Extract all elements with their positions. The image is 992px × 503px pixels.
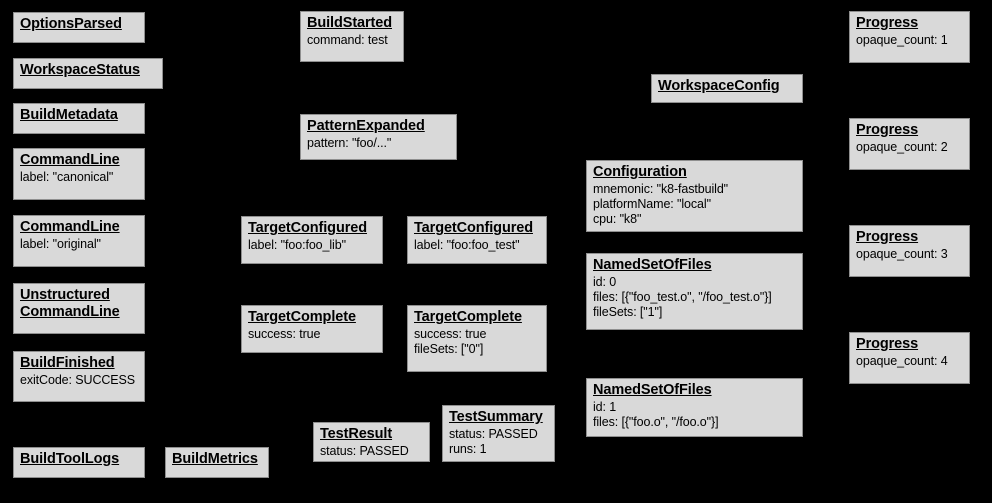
node-title: Progress [856, 229, 919, 245]
node-field: platformName: "local" [593, 196, 711, 211]
node-unstructured-command-line[interactable]: Unstructured CommandLine [13, 283, 145, 334]
node-workspace-config[interactable]: WorkspaceConfig [651, 74, 803, 103]
node-workspace-status[interactable]: WorkspaceStatus [13, 58, 163, 89]
node-title: WorkspaceConfig [658, 78, 780, 94]
node-title: BuildStarted [307, 15, 393, 31]
node-build-metrics[interactable]: BuildMetrics [165, 447, 269, 478]
node-build-metadata[interactable]: BuildMetadata [13, 103, 145, 134]
node-title: BuildMetrics [172, 451, 258, 467]
node-field: opaque_count: 3 [856, 247, 948, 262]
node-build-finished[interactable]: BuildFinished exitCode: SUCCESS [13, 351, 145, 402]
node-field: fileSets: ["0"] [414, 341, 484, 356]
node-title: TargetConfigured [248, 220, 367, 236]
node-build-started[interactable]: BuildStarted command: test [300, 11, 404, 62]
node-field: status: PASSED [449, 427, 538, 442]
node-field: id: 0 [593, 275, 617, 290]
node-title: NamedSetOfFiles [593, 257, 712, 273]
node-title: TestResult [320, 426, 393, 442]
node-field: command: test [307, 33, 388, 48]
node-title: Progress [856, 122, 919, 138]
node-title: Configuration [593, 164, 687, 180]
node-field: label: "foo:foo_lib" [248, 238, 346, 253]
node-field: success: true [248, 327, 321, 342]
node-field: mnemonic: "k8-fastbuild" [593, 182, 729, 197]
node-title: CommandLine [20, 219, 120, 235]
node-field: success: true [414, 327, 487, 342]
node-progress-4[interactable]: Progress opaque_count: 4 [849, 332, 970, 384]
node-progress-2[interactable]: Progress opaque_count: 2 [849, 118, 970, 170]
node-configuration[interactable]: Configuration mnemonic: "k8-fastbuild"pla… [586, 160, 803, 232]
node-test-result[interactable]: TestResult status: PASSED [313, 422, 430, 462]
node-field: label: "original" [20, 237, 101, 252]
node-title: TargetConfigured [414, 220, 533, 236]
node-pattern-expanded[interactable]: PatternExpanded pattern: "foo/..." [300, 114, 457, 160]
node-title: Progress [856, 15, 919, 31]
node-title: TestSummary [449, 409, 543, 425]
node-field: exitCode: SUCCESS [20, 373, 136, 388]
node-title: TargetComplete [248, 309, 356, 325]
node-field: label: "foo:foo_test" [414, 238, 520, 253]
node-target-configured-foo-lib[interactable]: TargetConfigured label: "foo:foo_lib" [241, 216, 383, 264]
node-title: Unstructured CommandLine [20, 287, 120, 321]
node-title: TargetComplete [414, 309, 522, 325]
node-field: files: [{"foo.o", "/foo.o"}] [593, 414, 719, 429]
node-field: opaque_count: 2 [856, 140, 948, 155]
node-title: BuildMetadata [20, 107, 118, 123]
node-options-parsed[interactable]: OptionsParsed [13, 12, 145, 43]
node-field: cpu: "k8" [593, 211, 642, 226]
node-progress-1[interactable]: Progress opaque_count: 1 [849, 11, 970, 63]
node-field: opaque_count: 1 [856, 33, 948, 48]
node-title: NamedSetOfFiles [593, 382, 712, 398]
node-target-configured-foo-test[interactable]: TargetConfigured label: "foo:foo_test" [407, 216, 547, 264]
node-title: PatternExpanded [307, 118, 425, 134]
node-title: BuildFinished [20, 355, 115, 371]
node-command-line-original[interactable]: CommandLine label: "original" [13, 215, 145, 267]
node-field: pattern: "foo/..." [307, 136, 392, 151]
node-title: WorkspaceStatus [20, 62, 140, 78]
node-field: fileSets: ["1"] [593, 304, 663, 319]
node-progress-3[interactable]: Progress opaque_count: 3 [849, 225, 970, 277]
node-field: files: [{"foo_test.o", "/foo_test.o"}] [593, 289, 772, 304]
node-field: status: PASSED [320, 444, 409, 459]
node-title: BuildToolLogs [20, 451, 120, 467]
node-field: opaque_count: 4 [856, 354, 948, 369]
node-field: label: "canonical" [20, 170, 114, 185]
node-field: runs: 1 [449, 441, 487, 456]
node-field: id: 1 [593, 400, 617, 415]
node-title: CommandLine [20, 152, 120, 168]
node-title: OptionsParsed [20, 16, 122, 32]
node-command-line-canonical[interactable]: CommandLine label: "canonical" [13, 148, 145, 200]
node-title: Progress [856, 336, 919, 352]
node-target-complete-lib[interactable]: TargetComplete success: true [241, 305, 383, 353]
node-build-tool-logs[interactable]: BuildToolLogs [13, 447, 145, 478]
